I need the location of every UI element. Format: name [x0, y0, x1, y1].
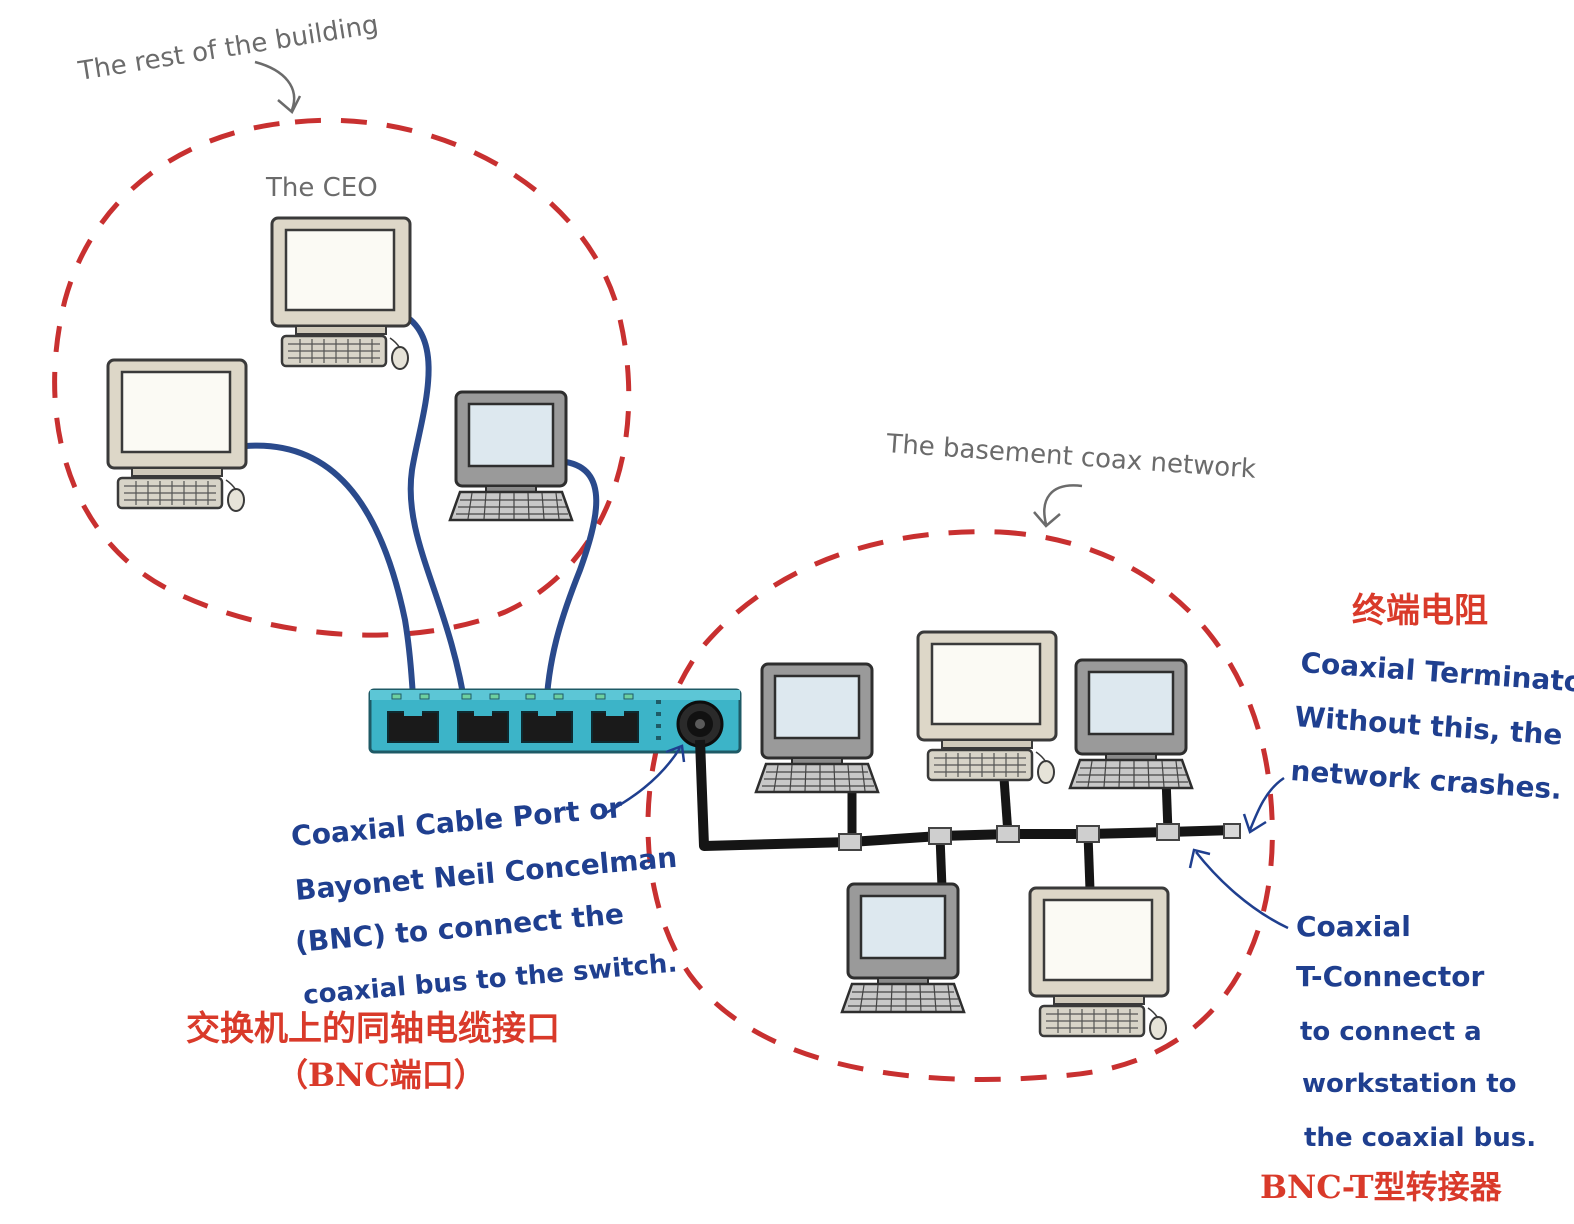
t-connector-icon [1076, 825, 1100, 843]
coaxial-bus [695, 739, 1235, 851]
tconn-label-2: T-Connector [1296, 960, 1484, 993]
basement-boundary [645, 529, 1275, 1082]
switch-icon [368, 688, 742, 754]
computer-icon [1068, 658, 1194, 790]
terminator-label-3: network crashes. [1290, 754, 1563, 806]
computer-icon [916, 630, 1058, 785]
building-boundary [52, 117, 632, 638]
t-connector-icon [838, 833, 862, 851]
t-connector-icon [1156, 823, 1180, 841]
tconn-label-4: workstation to [1302, 1069, 1517, 1099]
computer-icon [106, 358, 248, 513]
arrow-icon [603, 744, 686, 816]
arrow-icon [1033, 484, 1083, 528]
basement-label: The basement coax network [885, 429, 1257, 485]
computer-icon [270, 216, 412, 371]
ceo-label: The CEO [265, 173, 378, 203]
bnc-port-cn-label-2: （BNC端口） [276, 1056, 486, 1094]
arrow-icon [254, 60, 302, 114]
arrow-icon [1242, 776, 1285, 834]
computer-icon [754, 662, 880, 794]
arrow-icon [1188, 848, 1289, 930]
computer-icon [448, 390, 574, 522]
terminator-label-2: Without this, the [1294, 700, 1564, 752]
t-connector-icon [996, 825, 1020, 843]
rest-of-building-label: The rest of the building [75, 10, 380, 87]
bnc-port-icon [676, 700, 724, 748]
cable-1 [245, 442, 417, 713]
computer-icon [840, 882, 966, 1014]
tconn-cn-label: BNC-T型转接器 [1260, 1168, 1503, 1206]
terminator-cn-label: 终端电阻 [1352, 591, 1488, 631]
computer-icon [1028, 886, 1170, 1041]
bnc-port-cn-label-1: 交换机上的同轴电缆接口 [186, 1009, 560, 1049]
tconn-label-1: Coaxial [1296, 910, 1411, 943]
tconn-label-5: the coaxial bus. [1304, 1123, 1536, 1153]
bnc-port-label-1: Coaxial Cable Port or [290, 791, 624, 853]
t-connector-icon [928, 827, 952, 845]
terminator-label-1: Coaxial Terminator [1300, 646, 1574, 700]
tconn-label-3: to connect a [1300, 1017, 1482, 1047]
cable-2 [400, 311, 469, 713]
bnc-port-label-3: (BNC) to connect the [294, 897, 625, 959]
bnc-port-label-4: coaxial bus to the switch. [302, 948, 678, 1011]
cable-3 [543, 459, 600, 713]
terminator-icon [1223, 823, 1241, 839]
